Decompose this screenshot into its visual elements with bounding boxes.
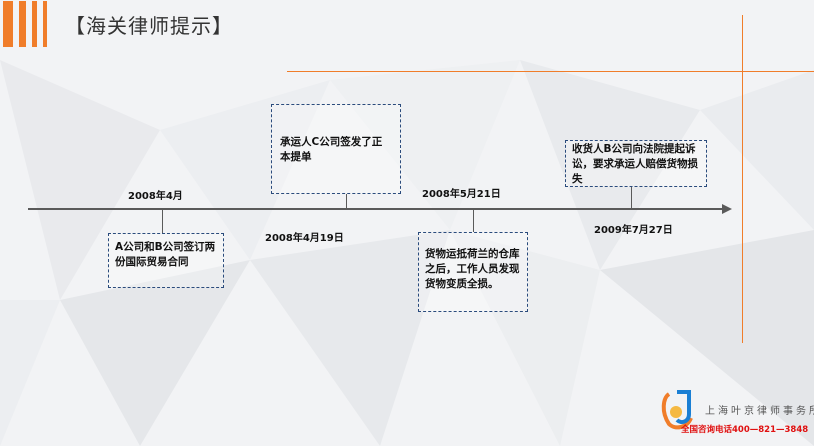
- event-4-connector: [631, 187, 632, 209]
- decorative-vertical-line: [742, 15, 743, 343]
- event-4-box: 收货人B公司向法院提起诉讼，要求承运人赔偿货物损失: [565, 140, 707, 187]
- firm-logo-icon: [661, 390, 693, 430]
- event-2-date: 2008年4月19日: [265, 233, 344, 244]
- event-1-connector: [162, 209, 163, 233]
- timeline-arrow-icon: [722, 204, 732, 214]
- firm-name: 上海叶京律师事务所: [705, 406, 814, 417]
- event-2-connector: [346, 194, 347, 209]
- event-1-date: 2008年4月: [128, 191, 183, 202]
- event-3-box: 货物运抵荷兰的仓库之后，工作人员发现货物变质全损。: [418, 232, 528, 312]
- timeline-axis: [28, 208, 724, 210]
- page-title: 【海关律师提示】: [65, 14, 233, 38]
- event-2-box: 承运人C公司签发了正本提单: [271, 104, 401, 194]
- event-3-date: 2008年5月21日: [422, 189, 501, 200]
- decorative-horizontal-line: [287, 71, 814, 72]
- event-1-box: A公司和B公司签订两份国际贸易合同: [108, 233, 224, 288]
- event-4-date: 2009年7月27日: [594, 225, 673, 236]
- firm-logo: 上海叶京律师事务所 全国咨询电话400—821—3848: [651, 388, 814, 444]
- hotline-text: 全国咨询电话400—821—3848: [681, 425, 809, 435]
- event-3-connector: [473, 209, 474, 232]
